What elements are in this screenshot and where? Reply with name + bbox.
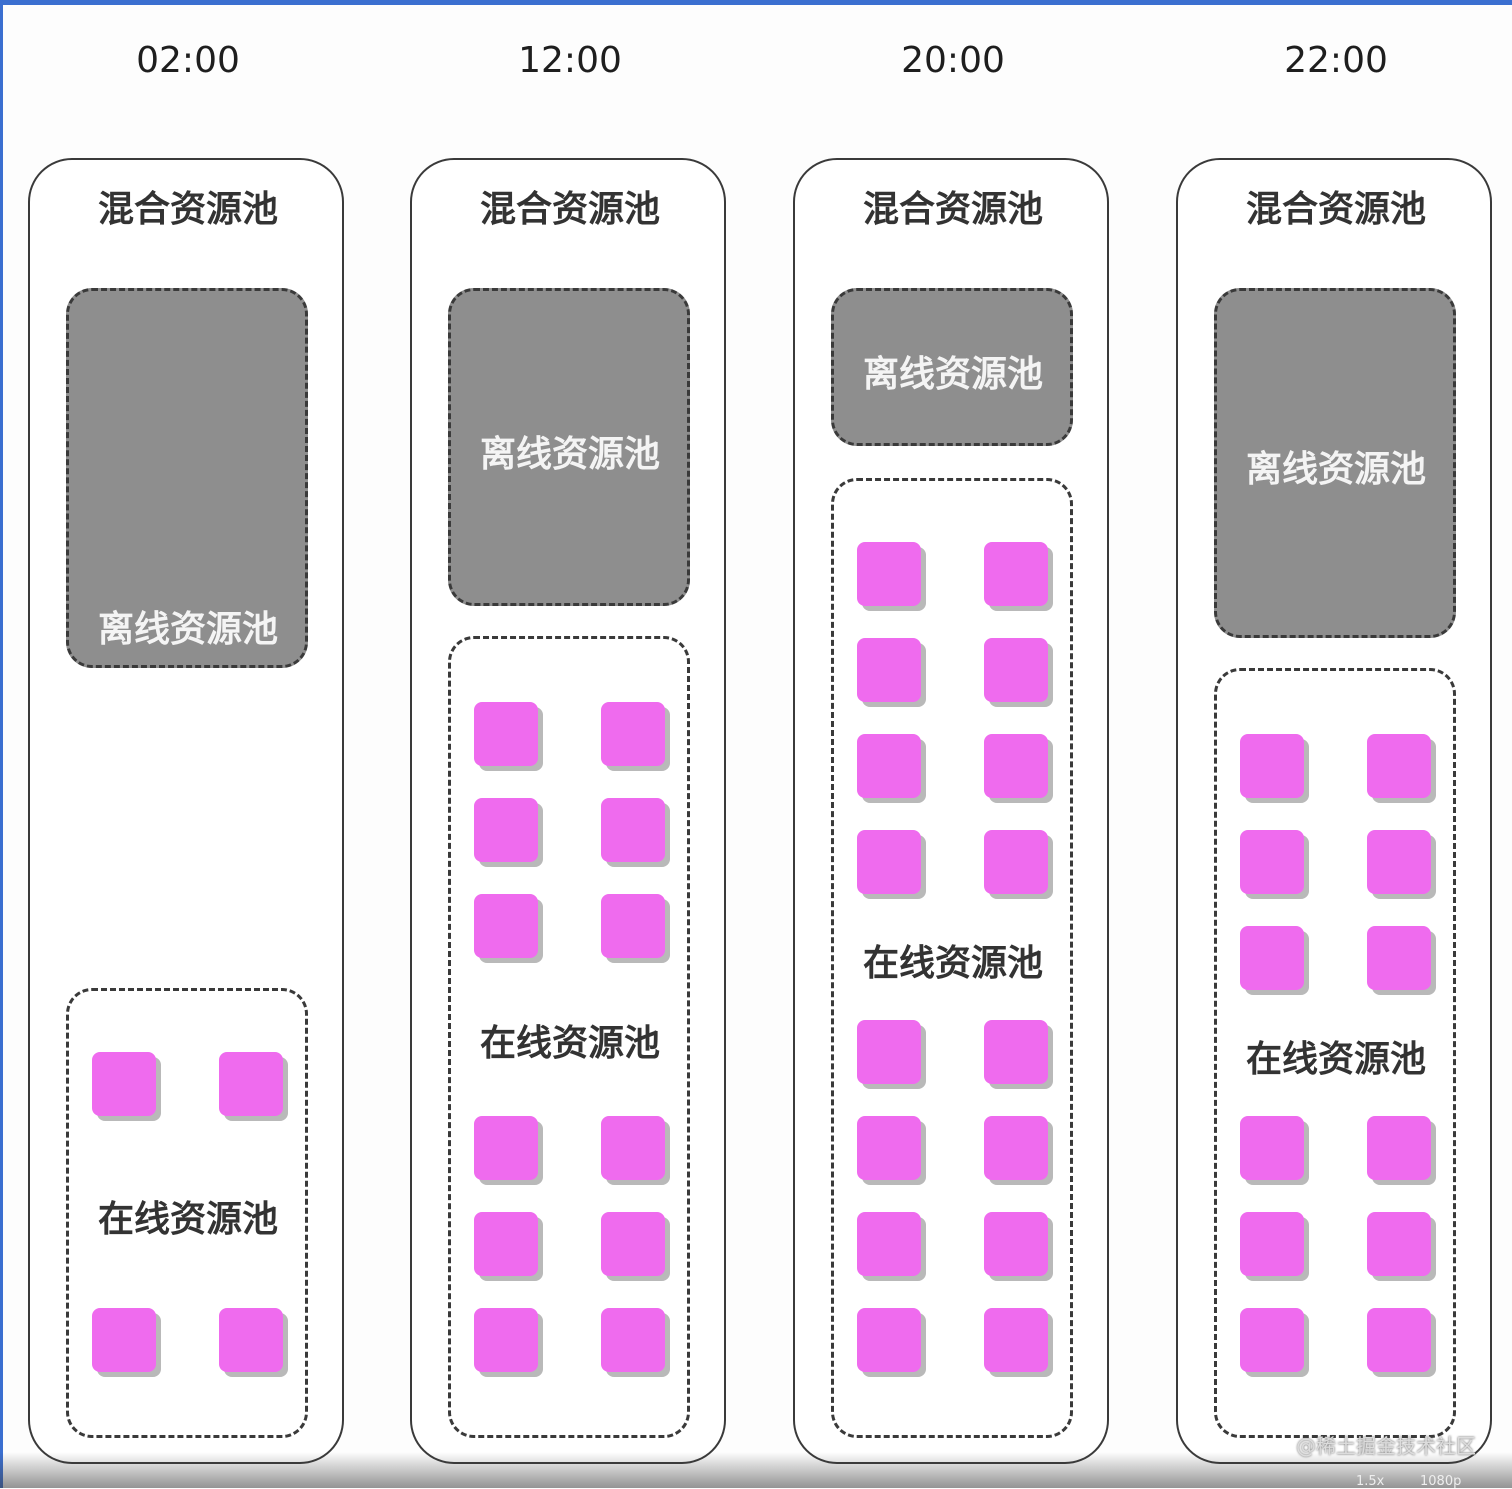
online-resource-pool — [448, 636, 690, 1438]
online-resource-pool — [1214, 668, 1456, 1438]
online-instance-block — [1367, 1212, 1431, 1276]
time-column-2: 12:00 混合资源池离线资源池在线资源池 — [410, 0, 730, 1488]
playback-speed-button[interactable]: 1.5x — [1356, 1474, 1385, 1489]
online-pool-label: 在线资源池 — [1245, 1039, 1426, 1080]
online-instance-block — [1240, 1212, 1304, 1276]
mixed-pool-title: 混合资源池 — [1245, 189, 1426, 230]
online-instance-block — [601, 1116, 665, 1180]
online-instance-block — [984, 1020, 1048, 1084]
online-instance-block — [984, 1116, 1048, 1180]
online-instance-block — [1367, 1116, 1431, 1180]
mixed-pool-title: 混合资源池 — [97, 189, 278, 230]
quality-button[interactable]: 1080p — [1420, 1474, 1462, 1489]
online-instance-block — [219, 1308, 283, 1372]
online-instance-block — [92, 1308, 156, 1372]
time-label: 20:00 — [901, 40, 1005, 81]
offline-resource-pool — [831, 288, 1073, 446]
offline-pool-label: 离线资源池 — [97, 609, 278, 650]
online-instance-block — [857, 638, 921, 702]
online-instance-block — [474, 702, 538, 766]
online-pool-label: 在线资源池 — [862, 943, 1043, 984]
online-instance-block — [474, 1308, 538, 1372]
online-instance-block — [1367, 734, 1431, 798]
online-instance-block — [984, 734, 1048, 798]
online-instance-block — [474, 1116, 538, 1180]
online-pool-label: 在线资源池 — [479, 1023, 660, 1064]
online-instance-block — [1240, 1116, 1304, 1180]
offline-pool-label: 离线资源池 — [1245, 449, 1426, 490]
online-instance-block — [984, 638, 1048, 702]
online-instance-block — [601, 702, 665, 766]
online-instance-block — [857, 1116, 921, 1180]
mixed-pool-title: 混合资源池 — [862, 189, 1043, 230]
top-border — [0, 0, 1512, 5]
online-instance-block — [601, 894, 665, 958]
time-label: 02:00 — [136, 40, 240, 81]
online-instance-block — [984, 542, 1048, 606]
online-instance-block — [92, 1052, 156, 1116]
online-instance-block — [474, 894, 538, 958]
left-border — [0, 0, 3, 1488]
time-column-4: 22:00 混合资源池离线资源池在线资源池 — [1176, 0, 1496, 1488]
time-label: 22:00 — [1284, 40, 1388, 81]
video-control-bar — [0, 1452, 1512, 1488]
time-column-3: 20:00 混合资源池离线资源池在线资源池 — [793, 0, 1113, 1488]
online-resource-pool — [66, 988, 308, 1438]
online-instance-block — [984, 1308, 1048, 1372]
online-instance-block — [857, 734, 921, 798]
offline-pool-label: 离线资源池 — [479, 434, 660, 475]
online-instance-block — [857, 1212, 921, 1276]
offline-pool-label: 离线资源池 — [862, 354, 1043, 395]
offline-resource-pool — [448, 288, 690, 606]
online-instance-block — [1240, 1308, 1304, 1372]
online-instance-block — [984, 1212, 1048, 1276]
online-instance-block — [601, 1308, 665, 1372]
online-instance-block — [1367, 1308, 1431, 1372]
online-instance-block — [1240, 734, 1304, 798]
online-instance-block — [601, 798, 665, 862]
online-instance-block — [219, 1052, 283, 1116]
online-instance-block — [857, 1308, 921, 1372]
online-instance-block — [984, 830, 1048, 894]
offline-resource-pool — [1214, 288, 1456, 638]
online-instance-block — [1240, 830, 1304, 894]
online-instance-block — [857, 542, 921, 606]
online-instance-block — [601, 1212, 665, 1276]
online-instance-block — [1367, 926, 1431, 990]
time-label: 12:00 — [518, 40, 622, 81]
time-column-1: 02:00 混合资源池离线资源池在线资源池 — [28, 0, 348, 1488]
online-instance-block — [857, 830, 921, 894]
watermark: @稀土掘金技术社区 — [1296, 1434, 1476, 1458]
online-instance-block — [474, 798, 538, 862]
online-resource-pool — [831, 478, 1073, 1438]
offline-resource-pool — [66, 288, 308, 668]
online-instance-block — [1240, 926, 1304, 990]
online-instance-block — [474, 1212, 538, 1276]
online-instance-block — [1367, 830, 1431, 894]
online-instance-block — [857, 1020, 921, 1084]
mixed-pool-title: 混合资源池 — [479, 189, 660, 230]
online-pool-label: 在线资源池 — [97, 1199, 278, 1240]
